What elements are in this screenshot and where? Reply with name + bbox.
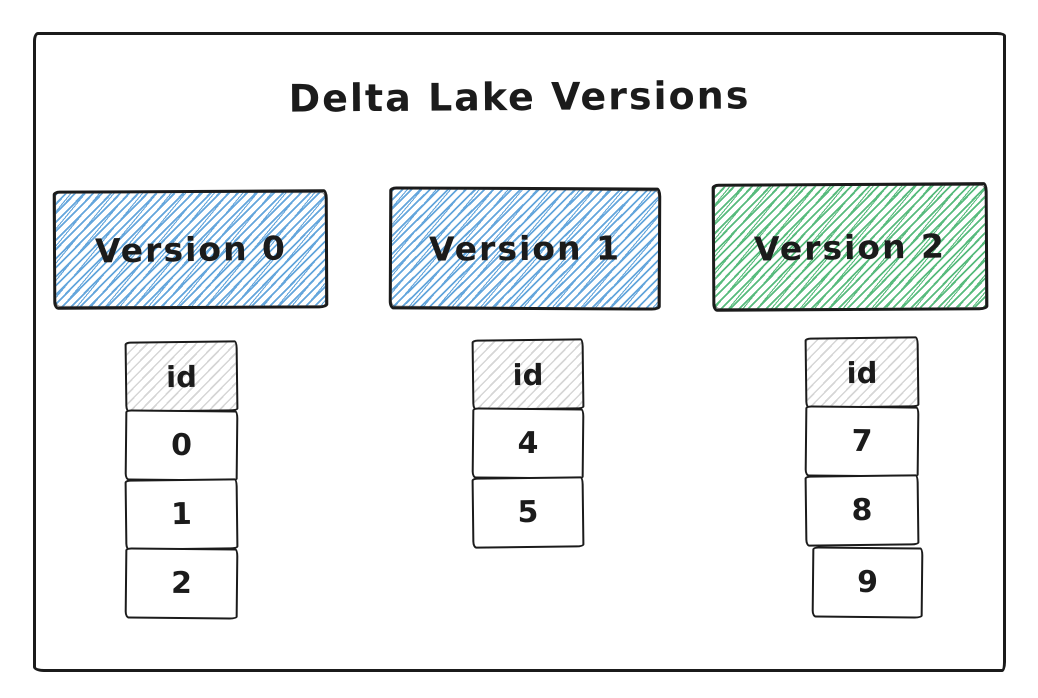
diagram-frame: Delta Lake Versions Version 0 Version 1 … xyxy=(33,32,1006,672)
id-value-cell: 4 xyxy=(471,407,585,480)
version-1-label: Version 1 xyxy=(428,228,622,269)
diagram-title: Delta Lake Versions xyxy=(288,73,751,121)
id-column-version-2: id 7 8 9 xyxy=(804,336,924,619)
version-box-1: Version 1 xyxy=(388,186,662,311)
id-value-cell: 9 xyxy=(811,546,924,619)
id-value-cell: 2 xyxy=(124,547,239,620)
id-header-cell: id xyxy=(471,338,585,411)
id-value-cell: 1 xyxy=(124,478,239,551)
id-value-cell: 7 xyxy=(804,405,920,478)
version-0-label: Version 0 xyxy=(94,228,287,271)
id-value-cell: 5 xyxy=(471,476,585,549)
id-header-cell: id xyxy=(124,340,239,413)
version-box-2: Version 2 xyxy=(711,182,989,312)
id-value-cell: 8 xyxy=(804,474,920,547)
id-column-version-0: id 0 1 2 xyxy=(124,340,239,620)
version-box-0: Version 0 xyxy=(52,189,329,310)
version-2-label: Version 2 xyxy=(753,225,947,269)
id-column-version-1: id 4 5 xyxy=(471,338,585,549)
id-header-cell: id xyxy=(804,336,920,409)
id-value-cell: 0 xyxy=(124,409,239,482)
